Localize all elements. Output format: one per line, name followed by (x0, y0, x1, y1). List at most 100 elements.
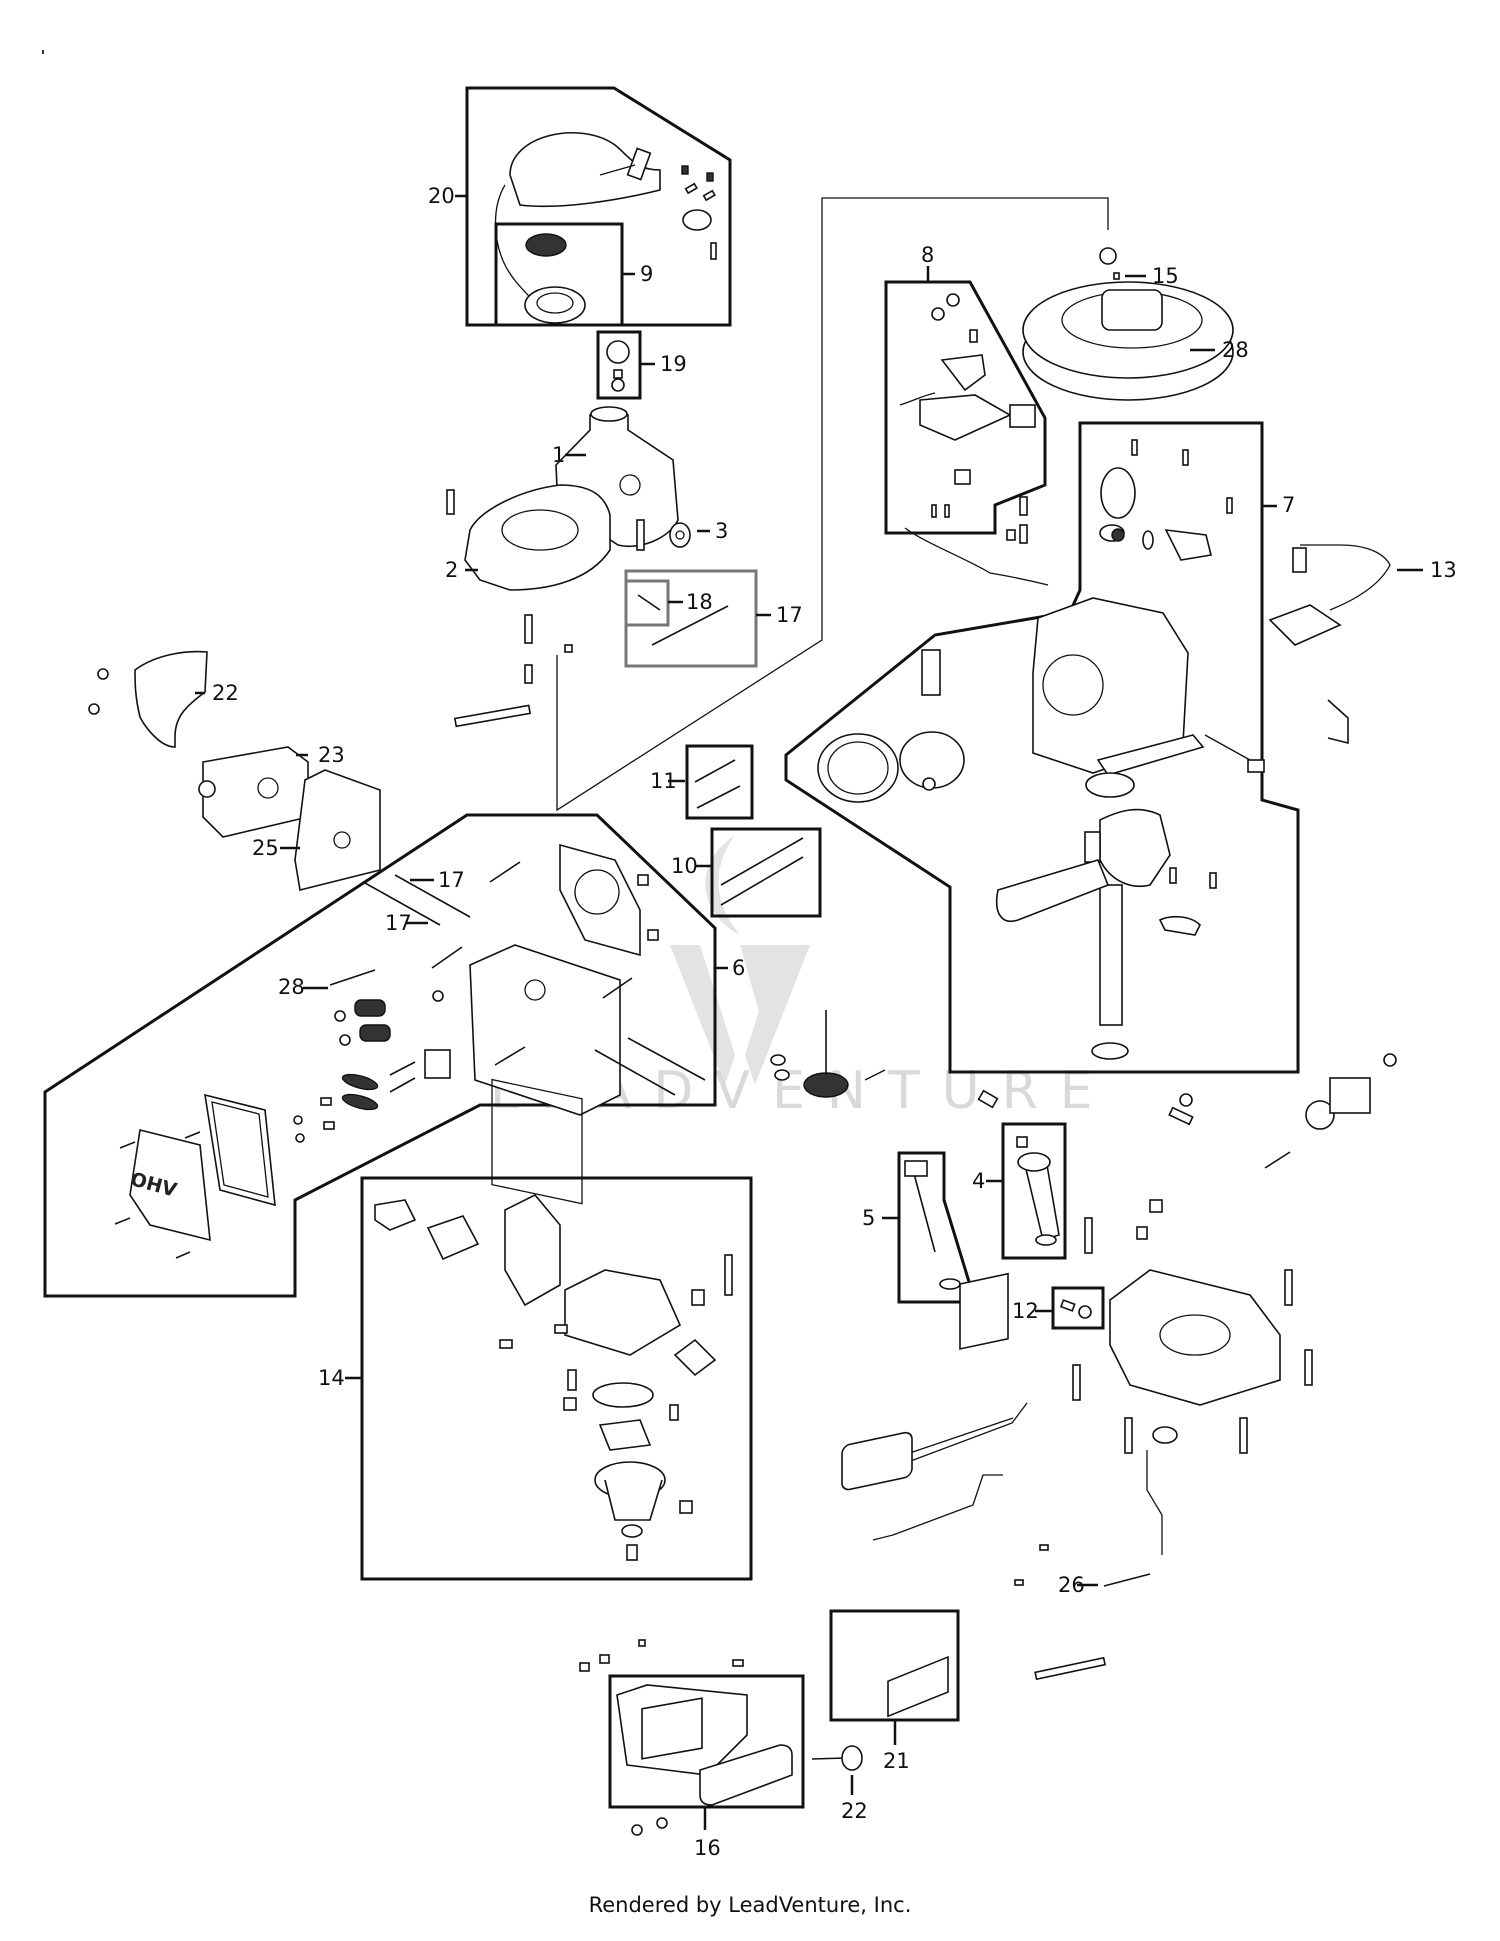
callout-3[interactable]: 3 (715, 519, 728, 543)
oil-seal[interactable] (1091, 1042, 1129, 1060)
callout-21[interactable]: 20 (428, 184, 455, 208)
crankshaft[interactable] (1099, 808, 1171, 887)
callout-7[interactable]: 7 (1282, 493, 1295, 517)
group-21-recoil-starter[interactable]: 20 9 (428, 86, 732, 327)
callout-20[interactable]: 19 (660, 352, 687, 376)
breather-cover[interactable] (1100, 467, 1136, 519)
governor-link[interactable] (453, 704, 532, 728)
muffler-guard[interactable] (134, 650, 208, 748)
fuel-cap[interactable] (606, 340, 630, 364)
link-bar[interactable] (1034, 1656, 1107, 1681)
crankcase-cover[interactable]: 26 (872, 1053, 1397, 1681)
ignition-coil[interactable] (1268, 604, 1342, 646)
head-gasket[interactable] (559, 843, 641, 957)
starter-pulley[interactable] (524, 286, 586, 324)
air-cleaner-cover[interactable] (699, 1744, 793, 1806)
flywheel-key[interactable] (1113, 272, 1120, 280)
callout-2[interactable]: 2 (445, 558, 458, 582)
carburetor-gasket[interactable] (504, 1194, 561, 1307)
callout-5[interactable]: 5 (862, 1206, 875, 1230)
group-11-valves[interactable]: 11 (650, 744, 754, 820)
callout-22[interactable]: 21 (883, 1749, 910, 1773)
group-10-push-rods[interactable]: 10 (671, 827, 822, 918)
group-14-carburetor[interactable]: 14 (318, 1176, 753, 1581)
bracket-stud[interactable] (636, 519, 645, 551)
callout-14[interactable]: 14 (318, 1366, 345, 1390)
choke-spring[interactable] (691, 1289, 705, 1306)
spark-plug[interactable] (329, 969, 376, 986)
carb-gasket-small[interactable] (673, 1338, 717, 1377)
grommet[interactable] (669, 522, 691, 548)
head-bolt[interactable] (489, 861, 521, 883)
callout-24[interactable]: 22 (212, 681, 239, 705)
group-22-air-filter[interactable]: 21 (829, 1431, 960, 1773)
starter-screw[interactable] (710, 242, 717, 260)
governor-pad[interactable] (1009, 404, 1036, 428)
connecting-rod[interactable] (996, 859, 1110, 922)
callout-11[interactable]: 11 (650, 769, 677, 793)
group-flywheel[interactable]: 15 28 (1022, 247, 1249, 401)
callout-28[interactable]: 28 (278, 975, 305, 999)
choke-link[interactable] (891, 1402, 1028, 1469)
starter-handle[interactable] (626, 147, 652, 181)
stud[interactable] (364, 882, 441, 926)
heat-shield[interactable] (294, 769, 381, 891)
cylinder-head[interactable] (469, 944, 621, 1116)
spring[interactable] (1103, 1573, 1151, 1587)
callout-25[interactable]: 23 (318, 743, 345, 767)
group-6-cylinder-head[interactable]: 17 17 28 6 OHV (43, 813, 745, 1298)
valve-cover[interactable] (129, 1129, 211, 1242)
callout-8[interactable]: 8 (921, 243, 934, 267)
group-18-fuel-line[interactable]: 18 17 (624, 569, 803, 668)
camshaft[interactable] (770, 1010, 886, 1098)
callout-19[interactable]: 18 (686, 590, 713, 614)
governor-arm[interactable] (1146, 1450, 1163, 1555)
group-20-fuel-cap[interactable]: 19 (596, 330, 687, 400)
group-16-air-cleaner[interactable]: 16 (579, 1639, 805, 1860)
recoil-spring[interactable] (525, 233, 567, 257)
pre-filter[interactable] (887, 1655, 949, 1718)
valve-cover-gasket[interactable] (204, 1093, 276, 1207)
bracket-bolt[interactable] (446, 489, 455, 515)
group-8-governor[interactable]: 8 (884, 243, 1047, 535)
float-bowl-gasket[interactable] (592, 1382, 654, 1408)
governor-lever[interactable] (940, 354, 986, 392)
callout-9[interactable]: 9 (640, 262, 653, 286)
air-filter-element[interactable] (841, 1431, 913, 1491)
float[interactable] (598, 1419, 652, 1451)
callout-13[interactable]: 13 (1430, 558, 1457, 582)
piston-pin[interactable] (921, 649, 941, 696)
guide-plate[interactable] (424, 1049, 451, 1079)
callout-17[interactable]: 17 (438, 868, 465, 892)
callout-10[interactable]: 10 (671, 854, 698, 878)
throttle-plate[interactable] (959, 1272, 1009, 1350)
dipstick[interactable] (912, 1169, 936, 1253)
group-muffler[interactable]: 22 23 25 (88, 650, 381, 891)
group-4-oil-fill-tube[interactable]: 4 (972, 1122, 1067, 1260)
insulator-gasket[interactable] (374, 1199, 417, 1231)
main-bearing[interactable] (1085, 772, 1135, 798)
callout-1[interactable]: 1 (552, 443, 565, 467)
starter-pawl[interactable] (681, 165, 689, 175)
group-13-ignition[interactable]: 13 (1268, 544, 1457, 745)
rocker-arm[interactable] (341, 1072, 379, 1093)
fuel-tank-bracket[interactable] (464, 484, 611, 591)
valve-spring[interactable] (354, 999, 386, 1017)
air-cleaner-grid[interactable] (641, 1697, 703, 1760)
group-5-dipstick[interactable]: 5 (862, 1151, 972, 1304)
governor-plate[interactable] (919, 394, 1012, 441)
fuel-line[interactable] (651, 605, 729, 646)
callout-29[interactable]: 28 (1222, 338, 1249, 362)
choke-shaft[interactable] (724, 1254, 733, 1296)
push-rod[interactable] (720, 837, 804, 886)
carburetor-body[interactable] (564, 1269, 682, 1356)
callout-4[interactable]: 4 (972, 1169, 985, 1193)
group-23-wing-nut[interactable]: 22 (811, 1745, 868, 1823)
callout-16[interactable]: 16 (694, 1836, 721, 1860)
insulator[interactable] (426, 1215, 480, 1261)
callout-12[interactable]: 12 (1012, 1299, 1039, 1323)
wing-nut-bolt[interactable] (811, 1757, 846, 1760)
group-7-short-block[interactable]: 7 (784, 421, 1300, 1074)
starter-friction-plate[interactable] (682, 209, 712, 231)
muffler[interactable] (202, 746, 309, 838)
